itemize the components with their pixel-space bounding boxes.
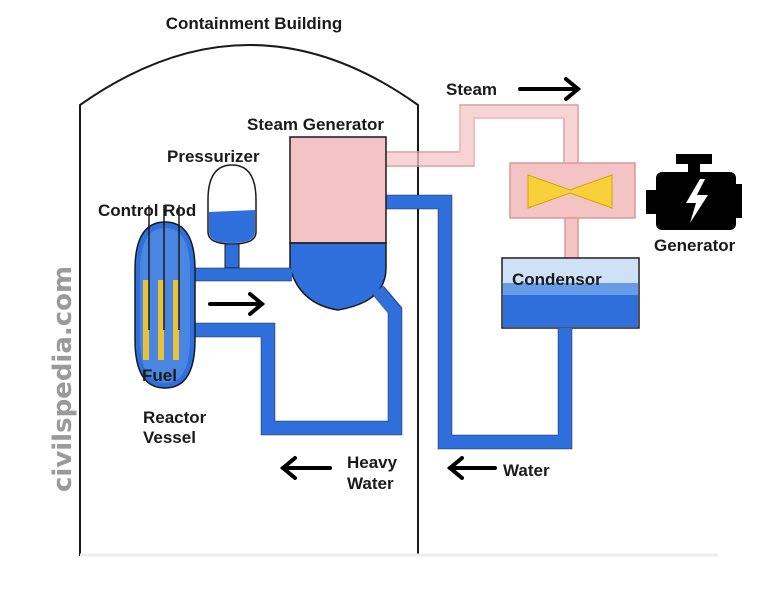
steam-generator-label: Steam Generator — [247, 115, 384, 134]
reactor-vessel-label-line1: Reactor — [143, 408, 207, 427]
primary-loop — [195, 267, 403, 436]
containment-building-label: Containment Building — [166, 14, 343, 33]
heavy-water-label-line1: Heavy — [347, 453, 398, 472]
condensor-label: Condensor — [512, 270, 602, 289]
turbine-icon — [527, 174, 613, 209]
steam-line — [385, 104, 579, 167]
engine-bolt-icon — [646, 154, 742, 230]
arrow-left-icon — [279, 456, 332, 480]
feedwater-line — [380, 195, 572, 449]
fuel-rod — [158, 280, 164, 360]
arrow-left-icon — [446, 456, 497, 480]
water-label: Water — [503, 461, 550, 480]
fuel-rod — [173, 280, 179, 360]
pressurizer — [207, 164, 257, 269]
arrow-right-icon — [518, 77, 582, 101]
steam-generator — [289, 136, 387, 311]
arrow-right-icon — [208, 292, 266, 316]
pressurizer-label: Pressurizer — [167, 147, 260, 166]
fuel-rod — [143, 280, 149, 360]
generator-label: Generator — [654, 236, 736, 255]
heavy-water-label-line2: Water — [347, 474, 394, 493]
watermark: civilspedia.com — [48, 266, 78, 492]
containment-building — [79, 44, 419, 556]
exhaust-connector — [564, 217, 579, 261]
reactor-vessel — [134, 205, 196, 389]
reactor-vessel-label-line2: Vessel — [143, 428, 196, 447]
fuel-label: Fuel — [142, 366, 177, 385]
condensor-tank — [501, 257, 640, 329]
steam-label: Steam — [446, 80, 497, 99]
control-rod-label: Control Rod — [98, 201, 196, 220]
